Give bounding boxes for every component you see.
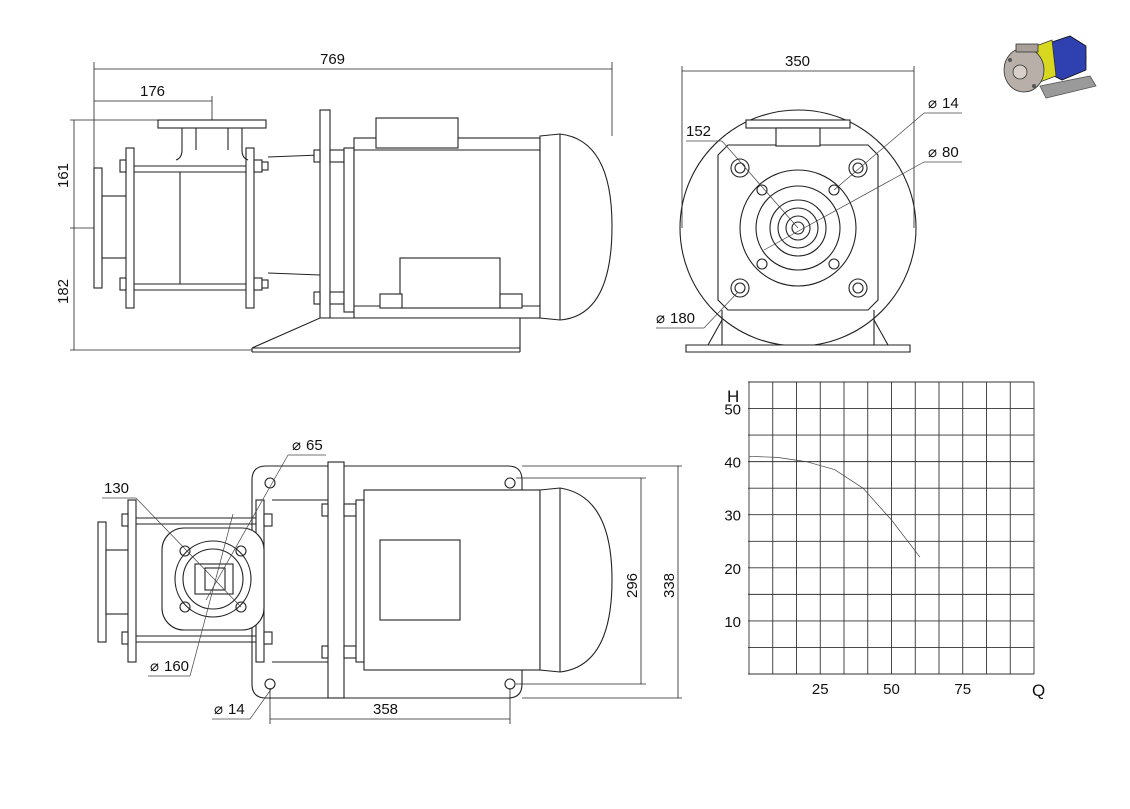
dim-flange-front: 180	[670, 310, 695, 327]
dim-front-width: 350	[785, 53, 810, 70]
dim-hole-dia-front: 14	[942, 95, 959, 112]
dim-bolt-circle: 152	[686, 123, 711, 140]
x-tick-label: 25	[812, 681, 829, 698]
terminal-box-top	[379, 539, 461, 621]
label-flange-front-symbol: ⌀	[656, 310, 665, 327]
base-plate	[251, 317, 521, 349]
label-port-dia-symbol: ⌀	[292, 437, 301, 454]
corner-bolts	[730, 158, 868, 298]
suction-flange	[93, 167, 103, 289]
x-axis-label: Q	[1032, 681, 1045, 700]
terminal-box	[375, 117, 459, 149]
motor-flange	[319, 109, 331, 319]
dim-base-outer-width: 338	[661, 573, 678, 598]
top-view: 358 296 338 ⌀ 65 130 ⌀ 160 ⌀ 14	[97, 437, 682, 724]
series-line-pump-curve	[748, 455, 921, 558]
discharge-flange	[157, 119, 267, 129]
label-hole-dia-front-symbol: ⌀	[928, 95, 937, 112]
dim-flange-top: 160	[164, 658, 189, 675]
y-tick-label: 30	[724, 508, 741, 525]
front-view: 350 152 ⌀ 14 ⌀ 80 ⌀ 180	[656, 53, 962, 353]
fan-cover-top	[539, 487, 613, 673]
side-view: 769 176 161 182	[55, 51, 613, 353]
label-flange-top-symbol: ⌀	[150, 658, 159, 675]
performance-chart: 10 20 30 40 50 25 50 75 H Q	[724, 381, 1045, 700]
dim-suction-offset: 176	[140, 83, 165, 100]
fan-cover	[539, 133, 613, 321]
dim-base-inner-width: 296	[624, 573, 641, 598]
pump-front-plate	[125, 147, 135, 309]
y-tick-label: 20	[724, 561, 741, 578]
pump-3d-thumbnail	[1003, 35, 1097, 99]
x-tick-label: 75	[954, 681, 971, 698]
dim-lower-height: 182	[55, 279, 72, 304]
dim-hole-dia-base: 14	[228, 701, 245, 718]
suction-neck	[101, 195, 129, 259]
discharge-flange-front	[745, 119, 851, 129]
dim-shaft-circle: 80	[942, 144, 959, 161]
x-tick-label: 50	[883, 681, 900, 698]
y-axis-label: H	[727, 387, 739, 406]
y-tick-label: 10	[724, 614, 741, 631]
y-tick-label: 40	[724, 455, 741, 472]
dim-flange-square: 130	[104, 480, 129, 497]
chart-ticks: 10 20 30 40 50 25 50 75	[724, 402, 971, 698]
label-hole-dia-base-symbol: ⌀	[214, 701, 223, 718]
dim-overall-length: 769	[320, 51, 345, 68]
motor-flange-top	[327, 461, 345, 699]
dim-port-dia: 65	[306, 437, 323, 454]
dim-base-hole-spacing: 358	[373, 701, 398, 718]
suction-flange-top	[97, 521, 107, 643]
chart-grid	[748, 381, 1035, 675]
dim-upper-height: 161	[55, 163, 72, 188]
y-tick-label: 50	[724, 402, 741, 419]
label-shaft-circle-symbol: ⌀	[928, 144, 937, 161]
pump-rear-plate	[245, 147, 255, 309]
